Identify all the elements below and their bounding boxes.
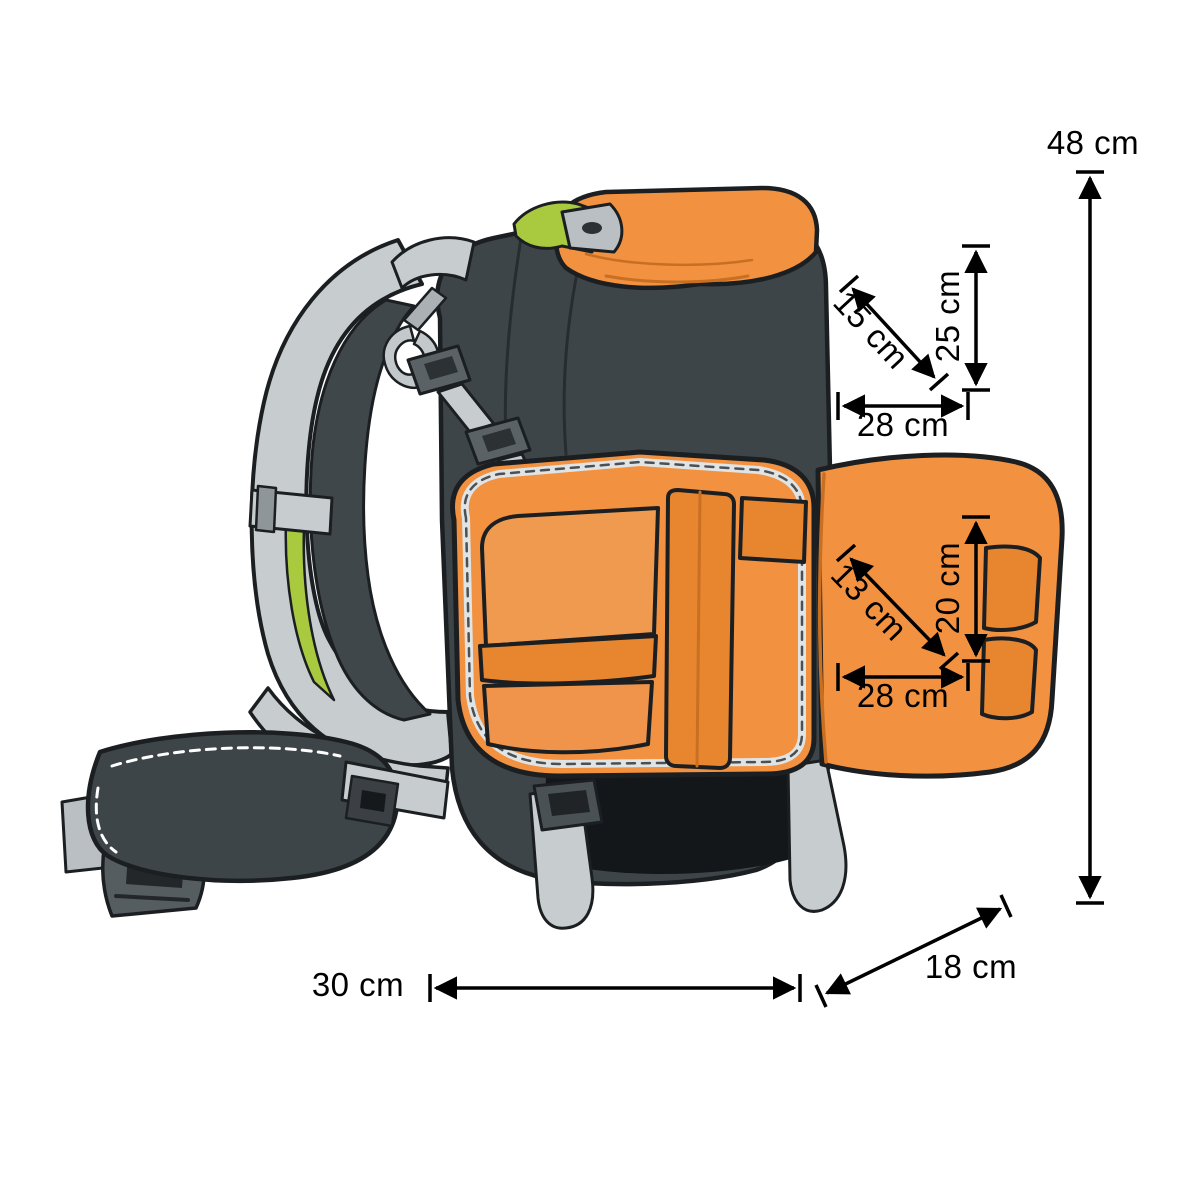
waist-pad-stitching xyxy=(94,746,342,854)
waist-strap-keeper-slot xyxy=(360,790,386,812)
dim-line-total-height xyxy=(1076,170,1104,905)
dim-line-compartment-height xyxy=(962,515,990,663)
dim-line-base-depth xyxy=(814,894,1013,1008)
roll-top xyxy=(512,185,820,291)
dim-label-compartment-width: 28 cm xyxy=(856,677,950,714)
dim-label-base-depth: 18 cm xyxy=(924,948,1018,985)
dim-line-lid-height xyxy=(962,244,990,392)
handle-webbing xyxy=(390,236,476,290)
roll-top-clip-slot xyxy=(582,222,602,234)
divider-right-pad xyxy=(738,496,808,564)
body-seam-2 xyxy=(562,266,580,456)
under-compartment-shadow xyxy=(545,774,809,874)
dim-line-base-width xyxy=(428,974,802,1002)
divider-back-pad xyxy=(480,506,660,648)
roll-top-ridge-1 xyxy=(604,274,750,284)
bottom-strap-right xyxy=(786,758,848,913)
center-strap-buckle-slot xyxy=(548,790,590,816)
dim-label-compartment-height: 20 cm xyxy=(929,541,966,635)
dim-label-lid-height: 25 cm xyxy=(929,269,966,363)
dim-line-lid-depth xyxy=(838,274,950,392)
roll-top-body xyxy=(553,185,820,291)
dim-label-total-height: 48 cm xyxy=(1046,124,1140,161)
door-pocket-upper xyxy=(982,544,1042,632)
dim-line-compartment-width xyxy=(836,663,970,691)
waist-pad xyxy=(85,730,400,883)
door-pocket-lower xyxy=(980,636,1038,721)
buckle-a-slot xyxy=(424,356,458,380)
dim-label-lid-width: 28 cm xyxy=(856,406,950,443)
door-hinge-crease xyxy=(817,472,828,764)
strap-keeper xyxy=(254,484,278,534)
bottom-strap-center xyxy=(528,778,604,930)
divider-lower-pad xyxy=(482,680,654,755)
waist-belt xyxy=(60,730,450,918)
green-trim xyxy=(284,518,336,702)
hook-webbing xyxy=(402,286,448,332)
dim-label-base-width: 30 cm xyxy=(311,966,405,1003)
divider-column-fold xyxy=(695,490,702,768)
dim-line-lid-width xyxy=(836,392,970,420)
shoulder-strap-pad xyxy=(308,298,432,722)
compartment-rim-stitching xyxy=(463,460,804,766)
camera-compartment xyxy=(450,449,817,779)
buckle-b-slot xyxy=(482,428,516,452)
roll-top-ridge-2 xyxy=(584,252,754,267)
